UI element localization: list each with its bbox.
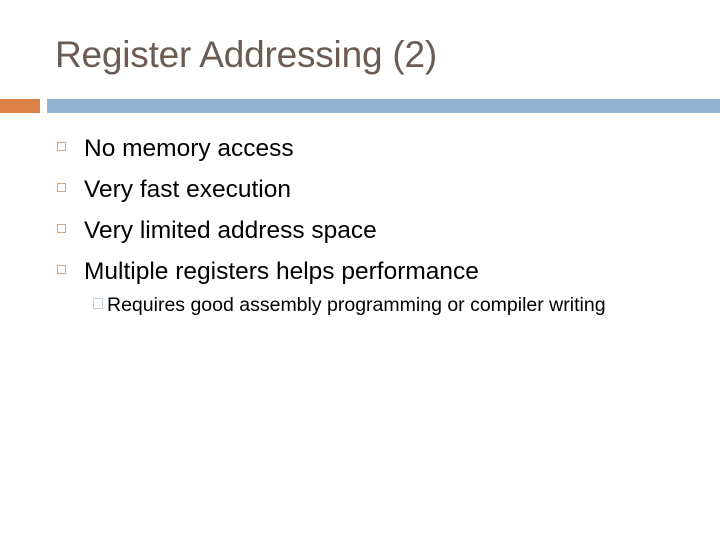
page-title: Register Addressing (2) bbox=[55, 34, 438, 75]
square-bullet-icon bbox=[57, 142, 66, 151]
sub-list-item-label: Requires good assembly programming or co… bbox=[107, 294, 606, 316]
accent-bar-blue bbox=[47, 99, 720, 113]
sub-list-item: Requires good assembly programming or co… bbox=[0, 292, 712, 319]
body-content: No memory access Very fast execution Ver… bbox=[0, 128, 720, 319]
square-bullet-icon bbox=[57, 224, 66, 233]
list-item-label: Very limited address space bbox=[84, 217, 377, 244]
accent-square-orange bbox=[0, 99, 40, 113]
list-item: No memory access bbox=[0, 128, 720, 169]
list-item-label: No memory access bbox=[84, 135, 294, 162]
list-item: Very limited address space bbox=[0, 210, 720, 251]
bullet-list-level2: Requires good assembly programming or co… bbox=[0, 292, 720, 319]
square-bullet-icon bbox=[57, 265, 66, 274]
list-item-label: Very fast execution bbox=[84, 176, 292, 203]
list-item: Very fast execution bbox=[0, 169, 720, 210]
list-item-label: Multiple registers helps performance bbox=[84, 258, 479, 285]
list-item: Multiple registers helps performance bbox=[0, 251, 720, 292]
bullet-list-level1: No memory access Very fast execution Ver… bbox=[0, 128, 720, 292]
hollow-square-bullet-icon bbox=[93, 298, 103, 309]
title-accent-divider bbox=[0, 99, 720, 113]
square-bullet-icon bbox=[57, 183, 66, 192]
title-area: Register Addressing (2) bbox=[0, 0, 720, 99]
